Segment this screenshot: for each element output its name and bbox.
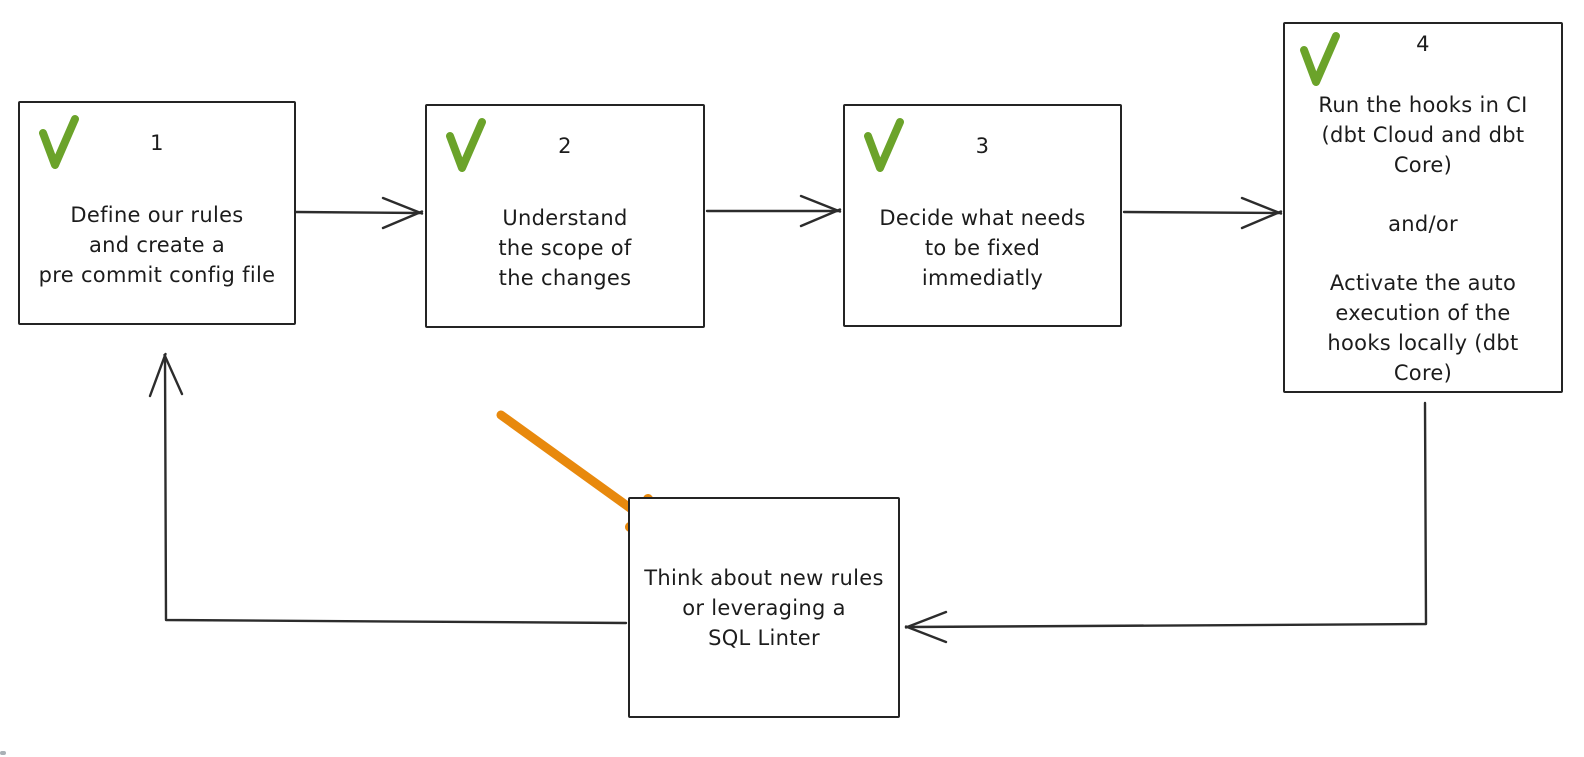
step-text-line: Understand [502, 206, 628, 230]
arrow-step2-to-step3 [705, 194, 842, 228]
loop-text-line: SQL Linter [708, 626, 820, 650]
step-text-line: to be fixed [924, 236, 1041, 260]
step-text-line: Core) [1393, 361, 1453, 385]
arrow-step4-to-loop [904, 401, 1428, 644]
step-text-line: and/or [1388, 212, 1458, 236]
step-box-3: 3 Decide what needs to be fixed immediat… [843, 104, 1122, 327]
arrow-loop-to-step1 [148, 352, 628, 625]
step-text-line: pre commit config file [38, 263, 276, 287]
step-text-line: Activate the auto [1329, 271, 1517, 295]
arrow-step3-to-step4 [1122, 196, 1283, 230]
step-number: 4 [1416, 32, 1430, 56]
loop-text-line: or leveraging a [682, 596, 846, 620]
step-number: 2 [558, 134, 572, 158]
step-text-line: the scope of [498, 236, 632, 260]
step-text-line: and create a [89, 233, 225, 257]
step-text-line: hooks locally (dbt [1327, 331, 1519, 355]
step-box-1: 1 Define our rules and create a pre comm… [18, 101, 296, 325]
step-text-line: the changes [498, 266, 632, 290]
loop-text-line: Think about new rules [644, 566, 884, 590]
checkmark-icon [1297, 30, 1343, 90]
step-box-2: 2 Understand the scope of the changes [425, 104, 705, 328]
corner-artifact [0, 751, 6, 755]
step-text-line: Define our rules [70, 203, 244, 227]
loop-box: Think about new rules or leveraging a SQ… [628, 497, 900, 718]
step-text-line: Run the hooks in CI [1318, 93, 1528, 117]
checkmark-icon [861, 116, 907, 176]
arrow-step1-to-step2 [294, 196, 424, 230]
step-number: 1 [150, 131, 164, 155]
checkmark-icon [36, 113, 82, 173]
step-text-line: execution of the [1335, 301, 1511, 325]
checkmark-icon [443, 116, 489, 176]
step-text-line: Decide what needs [879, 206, 1086, 230]
step-text-line: immediatly [921, 266, 1044, 290]
step-box-4: 4 Run the hooks in CI (dbt Cloud and dbt… [1283, 22, 1563, 393]
step-text-line: Core) [1393, 153, 1453, 177]
step-number: 3 [975, 134, 990, 158]
step-text-line: (dbt Cloud and dbt [1321, 123, 1525, 147]
